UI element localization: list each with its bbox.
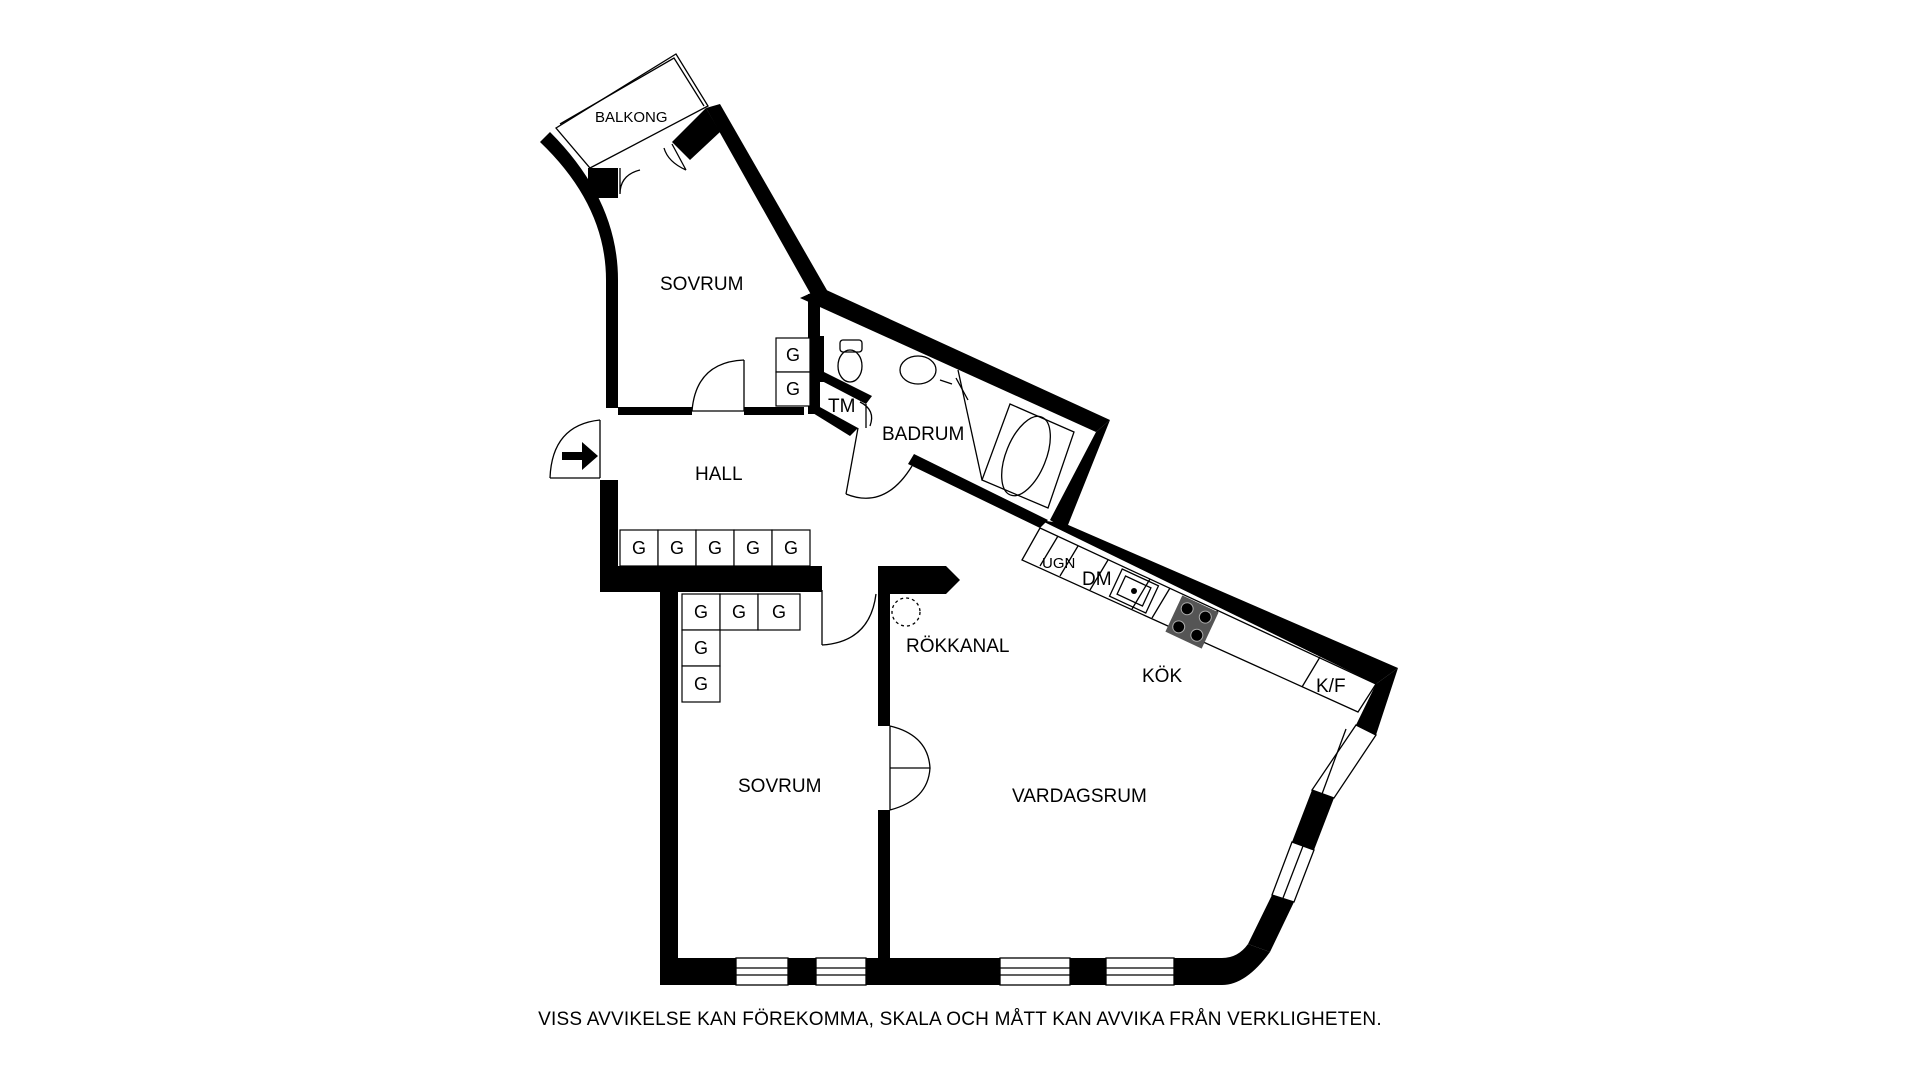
sovrum-bottom-door (821, 590, 877, 646)
outlines (549, 53, 1377, 986)
wardrobe-label: G (732, 602, 746, 622)
bathtub-outline (981, 403, 1075, 509)
wardrobe-label: G (746, 538, 760, 558)
wall-hall-bottom (600, 566, 822, 592)
label-kok: KÖK (1142, 666, 1182, 687)
label-kf: K/F (1316, 676, 1346, 697)
stove (1165, 595, 1219, 649)
wardrobe-label: G (784, 538, 798, 558)
wardrobe-cell (771, 529, 811, 567)
label-balkong: BALKONG (595, 109, 668, 126)
wardrobe-cell (775, 337, 811, 373)
disclaimer-text: VISS AVVIKELSE KAN FÖREKOMMA, SKALA OCH … (538, 1009, 1382, 1030)
wall-bathroom-right (1050, 420, 1110, 530)
wall-balcony-jamb-right (672, 108, 720, 160)
bathtub-inner (1001, 415, 1051, 497)
label-sovrum-top: SOVRUM (660, 274, 743, 295)
wall-kitchen-top (1040, 520, 1398, 684)
wardrobe-label: G (694, 602, 708, 622)
wall-bedroom-diagonal (706, 104, 828, 300)
arrow-right-icon (562, 442, 598, 470)
label-sovrum-bottom: SOVRUM (738, 776, 821, 797)
wardrobe-cell (719, 593, 759, 631)
wardrobe-label: G (708, 538, 722, 558)
balcony-outline (555, 53, 709, 169)
wall-right-lower (1248, 895, 1294, 952)
sink-drain (1131, 588, 1137, 594)
wall-corner-bottom-right (1178, 944, 1270, 985)
wardrobe-cell (619, 529, 659, 567)
wall-bottom-1 (660, 958, 736, 985)
wardrobe-cell (733, 529, 773, 567)
wall-bottom-3 (866, 958, 1000, 985)
wardrobe-label: G (786, 379, 800, 399)
wall-balcony-jamb-left (588, 168, 618, 198)
label-dm: DM (1082, 569, 1112, 590)
balcony-door-right (663, 143, 687, 171)
window-right-2 (1271, 841, 1315, 903)
double-door (889, 725, 931, 811)
wall-right-mid (1292, 790, 1334, 850)
label-hall: HALL (695, 464, 743, 485)
wardrobe-label: G (670, 538, 684, 558)
wardrobe-label: G (694, 638, 708, 658)
window-bottom-4 (1105, 957, 1175, 986)
wardrobe-label: G (694, 674, 708, 694)
wardrobe-label: G (786, 345, 800, 365)
sovrum-top-door (691, 359, 745, 412)
wall-tm-top (820, 372, 872, 404)
wall-bath-hall-2 (908, 454, 1048, 528)
wall-right-upper (1356, 668, 1398, 735)
window-bottom-2 (815, 957, 867, 986)
window-bottom-1 (735, 957, 789, 986)
wall-bottom-bedroom-left (660, 592, 678, 962)
wall-partition-lower (878, 810, 890, 960)
wardrobe-cell (681, 665, 721, 703)
balcony-door-left (619, 168, 641, 195)
label-tm: TM (828, 396, 855, 417)
wardrobe-cell (681, 629, 721, 667)
wall-tm-left (818, 336, 824, 382)
chimney-circle (891, 597, 921, 627)
label-vardagsrum: VARDAGSRUM (1012, 786, 1147, 807)
wardrobe-cell (681, 593, 721, 631)
bathroom-door (845, 427, 913, 499)
wall-partition-upper (878, 566, 890, 726)
wall-chimney (878, 566, 960, 600)
label-rokkanal: RÖKKANAL (906, 636, 1009, 657)
walls (540, 104, 1398, 985)
toilet (837, 349, 863, 383)
wardrobe-label: G (772, 602, 786, 622)
washbasin (899, 355, 937, 385)
wall-sovrum-wardrobe (808, 294, 820, 414)
wall-sovrum-hall-1 (618, 407, 692, 415)
wall-bottom-5 (1174, 958, 1184, 985)
label-ugn: UGN (1042, 555, 1075, 572)
wall-bath-hall (808, 406, 858, 436)
window-right-1 (1310, 724, 1377, 799)
wardrobe-label: G (632, 538, 646, 558)
wall-curved-left (540, 132, 618, 408)
label-badrum: BADRUM (882, 424, 964, 445)
wall-bottom-2 (788, 958, 816, 985)
kitchen-counter (1021, 527, 1377, 713)
wall-bottom-4 (1070, 958, 1106, 985)
wardrobe-cell (757, 593, 801, 631)
wall-bathroom-top (800, 288, 1110, 432)
sink (1108, 568, 1160, 614)
wall-hall-left (600, 480, 618, 592)
tm-door (859, 401, 873, 428)
balcony-rail (559, 57, 705, 125)
wall-sovrum-hall-2 (744, 407, 804, 415)
wardrobe-cell (775, 371, 811, 407)
window-bottom-3 (999, 957, 1071, 986)
entrance-door (549, 419, 601, 479)
